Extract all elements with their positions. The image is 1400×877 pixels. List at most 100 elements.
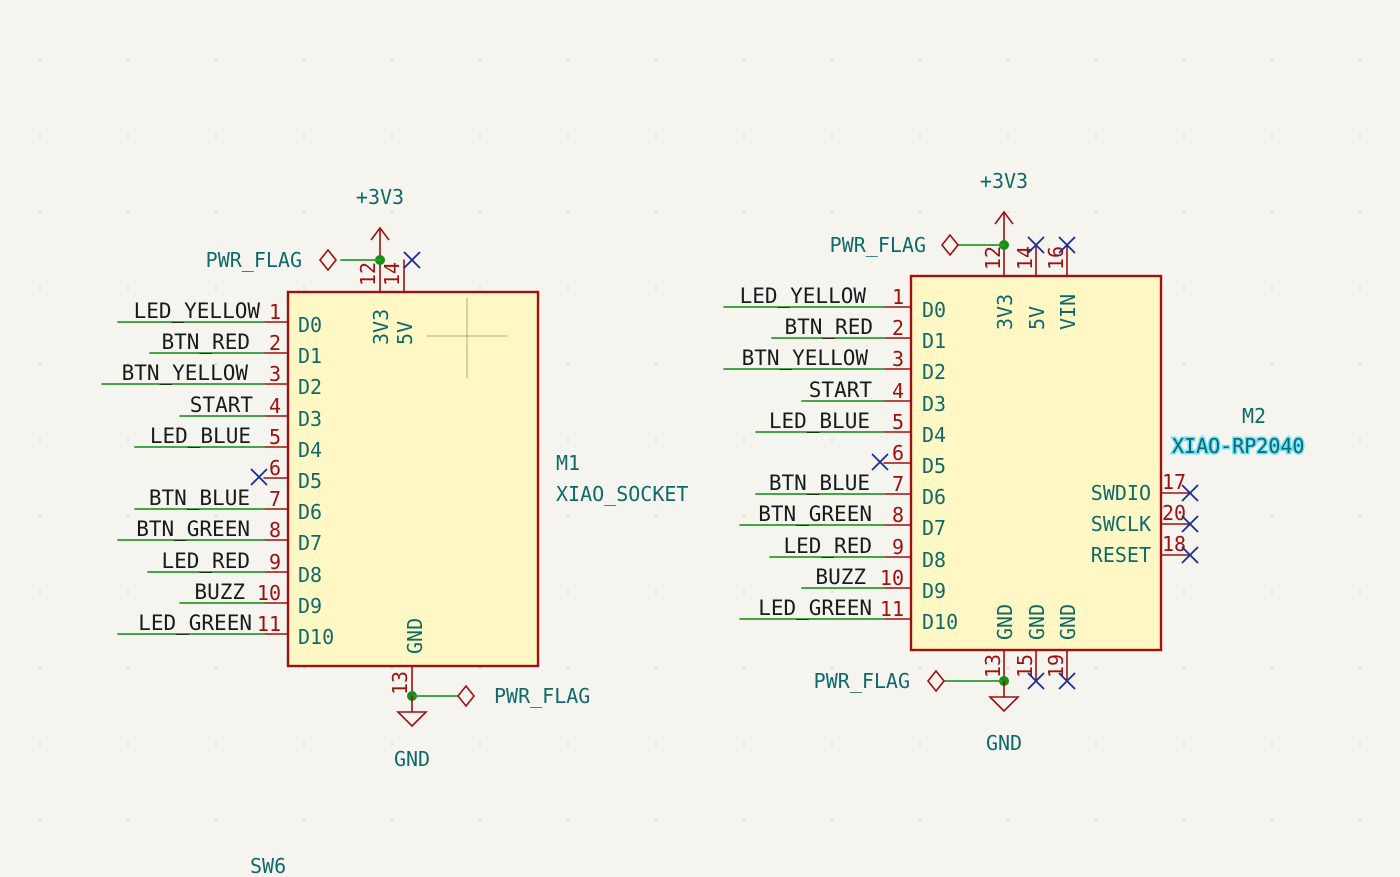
m2-bottom-pin-name: GND — [1056, 604, 1080, 640]
m2-top-pin-number: 14 — [1013, 246, 1037, 270]
m1-body[interactable] — [286, 290, 540, 668]
m2-pin-number: 2 — [892, 316, 904, 340]
pwr-flag-symbol[interactable] — [318, 248, 338, 272]
m2-pin-name: D10 — [922, 610, 958, 634]
m2-net-label: LED_GREEN — [758, 596, 872, 620]
no-connect-flag — [1027, 236, 1045, 254]
m2-pin-number: 10 — [880, 566, 904, 590]
m1-pin-name: D8 — [298, 563, 322, 587]
m2-net-label: BTN_RED — [784, 315, 873, 339]
pwr-flag-symbol[interactable] — [456, 684, 476, 708]
m1-net-label: LED_YELLOW — [134, 299, 261, 323]
m1-top-pin-number: 14 — [380, 262, 404, 286]
m2-pin-number: 8 — [892, 503, 904, 527]
m2-pin-number: 7 — [892, 472, 904, 496]
m2-body[interactable] — [909, 274, 1163, 652]
m1-bottom-pin-number: 13 — [388, 671, 412, 695]
no-connect-flag — [1181, 546, 1199, 564]
m1-net-label: LED_RED — [161, 549, 250, 573]
m1-pin-name: D4 — [298, 438, 322, 462]
m1-pin-number: 8 — [269, 518, 281, 542]
no-connect-flag — [250, 468, 268, 486]
m2-top-pin-name: 3V3 — [993, 294, 1017, 330]
m2-reference: M2 — [1242, 404, 1266, 428]
m2-right-pin-name: SWDIO — [1091, 481, 1151, 505]
gnd-label: GND — [986, 731, 1022, 755]
m1-pin-name: D10 — [298, 625, 334, 649]
m1-net-label: BTN_YELLOW — [122, 361, 249, 385]
pwr-flag-label: PWR_FLAG — [206, 248, 302, 272]
no-connect-flag — [1027, 672, 1045, 690]
m2-pin-name: D8 — [922, 548, 946, 572]
m2-pin-number: 6 — [892, 441, 904, 465]
m2-net-label: BUZZ — [815, 565, 866, 589]
gnd-symbol — [396, 711, 428, 728]
m1-pin-name: D0 — [298, 313, 322, 337]
sw6-reference: SW6 — [250, 854, 286, 877]
m1-value: XIAO_SOCKET — [556, 482, 688, 506]
m1-pin-number: 7 — [269, 487, 281, 511]
m1-pin-number: 5 — [269, 425, 281, 449]
m2-top-pin-name: VIN — [1056, 294, 1080, 330]
m1-pin-number: 11 — [257, 612, 281, 636]
no-connect-flag — [403, 251, 421, 269]
m2-pin-name: D2 — [922, 360, 946, 384]
m1-top-pin-name: 5V — [393, 321, 417, 345]
m2-top-pin-number: 16 — [1044, 246, 1068, 270]
m1-bottom-pin-name: GND — [403, 618, 427, 654]
m1-reference: M1 — [556, 451, 580, 475]
no-connect-flag — [871, 453, 889, 471]
m2-bottom-pin-number: 19 — [1044, 654, 1068, 678]
m2-right-pin-name: SWCLK — [1091, 512, 1151, 536]
pwr-flag-symbol[interactable] — [940, 233, 960, 257]
m2-pin-name: D4 — [922, 423, 946, 447]
m2-right-pin-number: 20 — [1162, 501, 1186, 525]
m1-pin-name: D2 — [298, 375, 322, 399]
m1-net-label: BUZZ — [194, 580, 245, 604]
m2-pin-number: 3 — [892, 347, 904, 371]
m1-net-label: BTN_GREEN — [136, 517, 250, 541]
m2-net-label: BTN_YELLOW — [742, 346, 869, 370]
m2-net-label: LED_YELLOW — [740, 284, 867, 308]
m1-net-label: START — [190, 393, 254, 417]
pwr-flag-label: PWR_FLAG — [830, 233, 926, 257]
m2-top-pin-name: 5V — [1025, 306, 1049, 330]
m2-bottom-pin-name: GND — [993, 604, 1017, 640]
m1-pin-number: 1 — [269, 300, 281, 324]
m1-pin-number: 6 — [269, 456, 281, 480]
m2-pin-name: D7 — [922, 516, 946, 540]
m2-pin-name: D5 — [922, 454, 946, 478]
power-3v3-arrow — [370, 226, 390, 241]
m2-right-pin-number: 18 — [1162, 532, 1186, 556]
m1-net-label: LED_GREEN — [138, 611, 252, 635]
m2-top-pin-number: 12 — [981, 246, 1005, 270]
m2-net-label: START — [809, 378, 873, 402]
pwr-flag-label: PWR_FLAG — [494, 684, 590, 708]
m2-right-pin-number: 17 — [1162, 470, 1186, 494]
gnd-symbol — [988, 696, 1020, 713]
m1-pin-number: 4 — [269, 394, 281, 418]
no-connect-flag — [1181, 515, 1199, 533]
m1-pin-name: D6 — [298, 500, 322, 524]
m2-net-label: LED_BLUE — [769, 409, 870, 433]
m2-net-label: BTN_GREEN — [758, 502, 872, 526]
m2-pin-number: 11 — [880, 597, 904, 621]
power-3v3-label: +3V3 — [980, 169, 1028, 193]
m2-pin-name: D1 — [922, 329, 946, 353]
pwr-flag-symbol[interactable] — [926, 669, 946, 693]
m1-net-label: BTN_BLUE — [149, 486, 250, 510]
m2-right-pin-name: RESET — [1091, 543, 1151, 567]
m2-value-selected: XIAO-RP2040 — [1172, 434, 1304, 458]
m1-pin-name: D5 — [298, 469, 322, 493]
m2-pin-name: D0 — [922, 298, 946, 322]
m2-pin-name: D3 — [922, 392, 946, 416]
no-connect-flag — [1058, 236, 1076, 254]
power-3v3-arrow — [994, 210, 1014, 225]
m2-net-label: LED_RED — [783, 534, 872, 558]
power-3v3-label: +3V3 — [356, 185, 404, 209]
no-connect-flag — [1058, 672, 1076, 690]
m2-bottom-pin-number: 15 — [1013, 654, 1037, 678]
m2-pin-number: 9 — [892, 535, 904, 559]
m2-pin-name: D9 — [922, 579, 946, 603]
